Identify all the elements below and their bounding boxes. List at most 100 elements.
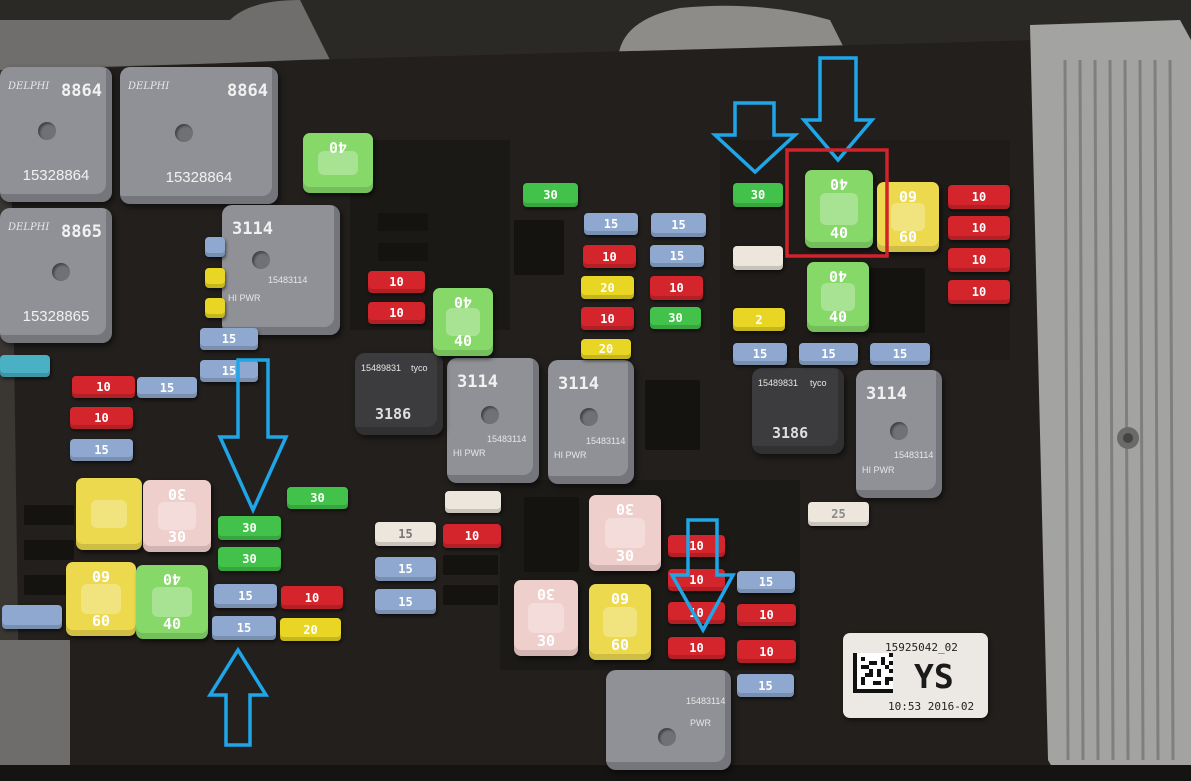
fuse-20: 20 [280, 618, 341, 641]
arrow-up-icon [206, 646, 270, 747]
relay-3114-bottom: PWR 15483114 [606, 670, 731, 770]
fuse-10: 10 [70, 407, 133, 429]
fuse-10: 10 [948, 216, 1010, 240]
relay-8865: DELPHI 8865 15328865 [0, 208, 112, 343]
relay-brand: DELPHI [128, 81, 170, 92]
fuse-10: 10 [737, 640, 796, 663]
fuse-10: 10 [668, 535, 725, 557]
arrow-down-icon [669, 518, 736, 634]
relay-code: 3114 [457, 372, 498, 392]
fuse-10: 10 [581, 307, 634, 330]
arrow-down-icon [800, 56, 876, 163]
fuse-10: 10 [650, 276, 703, 300]
fuse-white-15: 15 [375, 522, 436, 546]
fuse-25: 25 [808, 502, 869, 526]
relay-tag: HI PWR [862, 465, 895, 475]
relay-tag: HI PWR [554, 450, 587, 460]
fuse-10: 10 [368, 302, 425, 324]
relay-part-number: 15483114 [686, 696, 726, 706]
relay-brand: tyco [810, 378, 827, 388]
highlight-box [785, 148, 889, 258]
fuse-15: 15 [651, 213, 706, 237]
relay-code: 8864 [61, 81, 102, 101]
relay-code: 3114 [558, 374, 599, 394]
relay-part-number: 15328864 [22, 167, 90, 184]
micro-relay-3186-right: 15489831 tyco 3186 [752, 368, 844, 454]
relay-part-number: 15489831 [361, 363, 402, 373]
datamatrix-code [853, 653, 893, 693]
fuse-10: 10 [948, 280, 1010, 304]
relay-tag: PWR [690, 718, 711, 728]
label-code: YS [914, 657, 954, 696]
micro-relay-3186-left: 15489831 tyco 3186 [355, 353, 443, 435]
relay-part-number: 15483114 [586, 436, 626, 446]
label-part-number: 15925042_02 [885, 641, 958, 654]
fuse-15: 15 [70, 439, 133, 461]
relay-code: 3114 [232, 219, 273, 239]
fuse-15: 15 [584, 213, 638, 235]
fuse-15: 15 [375, 557, 436, 581]
maxi-fuse-40: 40 [303, 133, 373, 193]
fuse-15: 15 [650, 245, 704, 267]
relay-tag: HI PWR [453, 448, 486, 458]
fuse-15-arrowed: 15 [212, 616, 276, 640]
fuse-10: 10 [368, 271, 425, 293]
fuse-15: 15 [733, 343, 787, 365]
fuse-10: 10 [737, 604, 796, 626]
relay-brand: DELPHI [8, 222, 50, 233]
relay-code: 3186 [772, 424, 809, 442]
fuse-white [445, 491, 501, 513]
relay-part-number: 15489831 [758, 378, 799, 388]
arrow-down-icon [710, 101, 800, 175]
fuse-10: 10 [281, 586, 343, 609]
fuse-10: 10 [72, 376, 135, 398]
relay-part-number: 15483114 [894, 450, 934, 460]
relay-part-number: 15483114 [487, 434, 527, 444]
fuse-15-partial [2, 605, 62, 629]
relay-code: 8865 [61, 222, 102, 242]
fuse-30: 30 [523, 183, 578, 207]
fuse-15: 15 [200, 328, 258, 350]
fuse-blue-partial [205, 237, 225, 257]
fuse-20: 20 [581, 339, 631, 359]
fuse-10: 10 [668, 637, 725, 659]
label-date: 10:53 2016-02 [888, 700, 975, 713]
fuse-20: 20 [581, 276, 634, 299]
fuse-yellow-partial [205, 268, 225, 288]
fuse-10: 10 [583, 245, 636, 268]
relay-tag: HI PWR [228, 293, 261, 303]
fuse-30: 30 [287, 487, 348, 509]
fuse-30: 30 [218, 547, 281, 571]
arrow-down-icon [217, 358, 289, 515]
maxi-fuse-yellow [76, 478, 142, 550]
fuse-15: 15 [375, 589, 436, 614]
fuse-10: 10 [948, 185, 1010, 209]
relay-code: 3114 [866, 384, 907, 404]
relay-8864-right: DELPHI 8864 15328864 [120, 67, 278, 204]
relay-brand: tyco [411, 363, 428, 373]
fuse-teal-partial [0, 355, 50, 377]
fuse-30-arrowed: 30 [733, 183, 783, 207]
part-label: 15925042_02 YS 10:53 2016-02 [843, 633, 988, 718]
relay-part-number: 15328865 [22, 308, 90, 325]
relay-brand: DELPHI [8, 81, 50, 92]
relay-3114-d: 3114 HI PWR 15483114 [856, 370, 942, 498]
relay-part-number: 15483114 [268, 275, 308, 285]
fuse-15: 15 [200, 360, 258, 382]
relay-3114-b: 3114 HI PWR 15483114 [447, 358, 539, 483]
relay-part-number: 15328864 [165, 169, 233, 186]
fuse-10: 10 [443, 524, 501, 548]
relay-3114-c: 3114 HI PWR 15483114 [548, 360, 634, 484]
fuse-15: 15 [737, 674, 794, 697]
fuse-white [733, 246, 783, 270]
